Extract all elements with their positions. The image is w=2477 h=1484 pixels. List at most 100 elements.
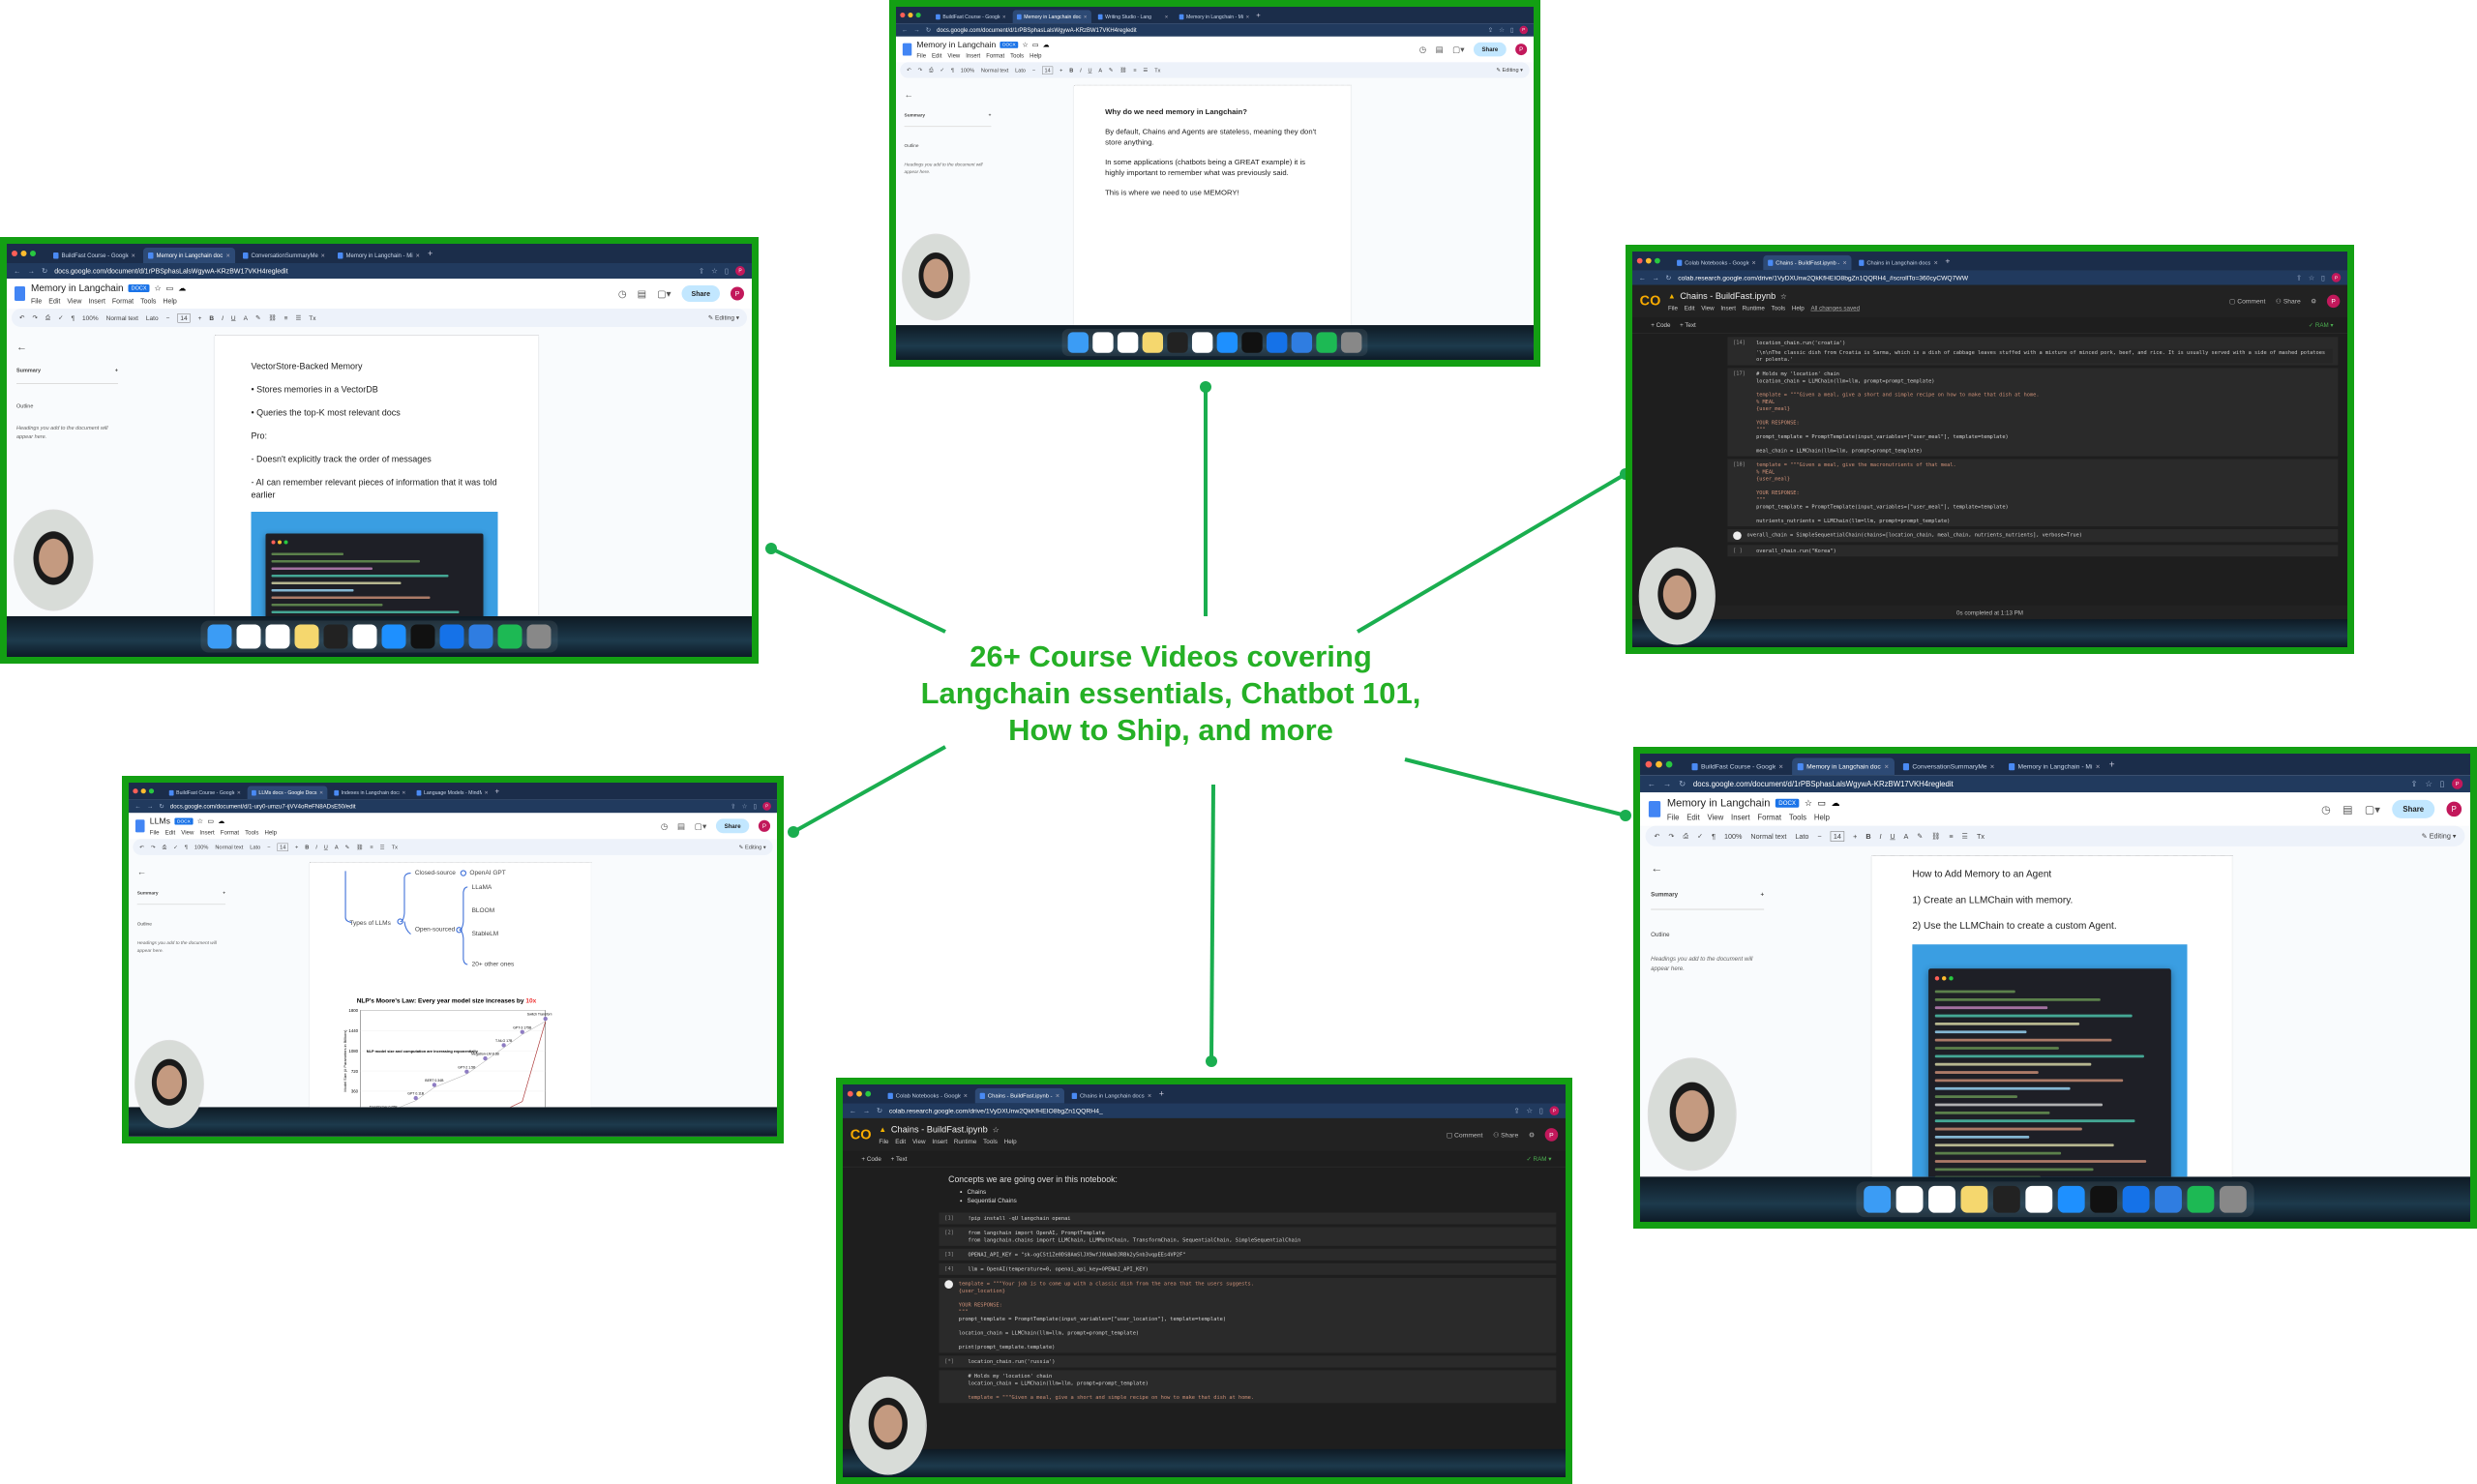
notes-icon[interactable] xyxy=(294,624,319,649)
code-cell[interactable]: [3] OPENAI_API_KEY = "sk-ogCSt1Ze0DS8AmS… xyxy=(939,1248,1557,1261)
safari-icon[interactable] xyxy=(2057,1185,2085,1213)
new-tab-button[interactable]: + xyxy=(494,787,500,795)
pages-icon[interactable] xyxy=(1291,332,1313,353)
print-icon[interactable]: ⎙ xyxy=(45,313,51,322)
forward-icon[interactable]: → xyxy=(27,266,36,276)
close-window-button[interactable] xyxy=(12,251,17,256)
undo-icon[interactable]: ↶ xyxy=(1654,831,1660,841)
profile-avatar[interactable]: P xyxy=(735,266,745,276)
code-cell[interactable]: [18] template = """Given a meal, give th… xyxy=(1727,459,2339,527)
text-color-icon[interactable]: A xyxy=(334,844,339,850)
menu-item-file[interactable]: File xyxy=(879,1138,889,1145)
add-text-cell-button[interactable]: + Text xyxy=(1680,321,1696,329)
browser-tab[interactable]: Memory in Langchain docs - G✕ xyxy=(1792,757,1895,776)
menu-item-help[interactable]: Help xyxy=(264,828,277,836)
profile-avatar[interactable]: P xyxy=(2331,273,2342,282)
star-icon[interactable]: ☆ xyxy=(1022,41,1029,49)
reload-icon[interactable]: ↻ xyxy=(1679,779,1686,789)
close-window-button[interactable] xyxy=(1636,257,1643,264)
url-input[interactable]: docs.google.com/document/d/1-ury0-umzu7-… xyxy=(169,802,356,810)
trash-icon[interactable] xyxy=(2219,1185,2247,1213)
move-folder-icon[interactable]: ▭ xyxy=(165,284,174,293)
profile-avatar[interactable]: P xyxy=(1519,25,1529,35)
zoom-select[interactable]: 100% xyxy=(82,313,99,322)
menu-item-format[interactable]: Format xyxy=(986,51,1005,59)
bold-button[interactable]: B xyxy=(1865,832,1871,841)
url-input[interactable]: docs.google.com/document/d/1rPBSphasLals… xyxy=(937,26,1137,34)
browser-tab[interactable]: Chains - BuildFast.ipynb - Co✕ xyxy=(974,1087,1064,1104)
underline-button[interactable]: U xyxy=(323,844,328,850)
highlight-icon[interactable]: ✎ xyxy=(254,313,261,322)
increase-font-size-button[interactable]: + xyxy=(294,844,299,850)
share-page-icon[interactable]: ⇪ xyxy=(731,802,736,811)
reload-icon[interactable]: ↻ xyxy=(1665,274,1672,282)
sidebar-icon[interactable]: ▯ xyxy=(724,267,729,276)
font-select[interactable]: Lato xyxy=(250,844,261,850)
maximize-window-button[interactable] xyxy=(30,251,36,256)
share-button[interactable]: Share xyxy=(715,818,750,834)
document-title[interactable]: LLMs xyxy=(149,816,171,826)
italic-button[interactable]: I xyxy=(222,313,224,322)
link-icon[interactable]: ⛓ xyxy=(356,844,364,850)
browser-tab[interactable]: Writing Studio - Lang✕ xyxy=(1094,10,1173,23)
close-window-button[interactable] xyxy=(900,12,906,18)
finder-icon[interactable] xyxy=(1864,1185,1892,1213)
text-color-icon[interactable]: A xyxy=(1903,832,1909,841)
sidebar-icon[interactable]: ▯ xyxy=(1538,1107,1543,1115)
code-cell[interactable]: [1] !pip install -qU langchain openai xyxy=(939,1212,1557,1225)
undo-icon[interactable]: ↶ xyxy=(19,313,25,322)
browser-tab[interactable]: Memory in Langchain docs - G✕ xyxy=(143,248,235,263)
text-color-icon[interactable]: A xyxy=(243,313,248,322)
list-icon[interactable]: ☰ xyxy=(1961,831,1969,841)
url-input[interactable]: docs.google.com/document/d/1rPBSphasLals… xyxy=(54,267,288,275)
italic-button[interactable]: I xyxy=(1080,67,1082,74)
back-icon[interactable]: ← xyxy=(1638,273,1646,282)
code-cell[interactable]: [4] llm = OpenAI(temperature=0, openai_a… xyxy=(939,1262,1557,1275)
back-icon[interactable]: ← xyxy=(901,26,909,34)
spotify-icon[interactable] xyxy=(1316,332,1337,353)
profile-avatar[interactable]: P xyxy=(762,802,771,811)
redo-icon[interactable]: ↷ xyxy=(151,844,156,850)
menu-item-insert[interactable]: Insert xyxy=(966,51,981,59)
menu-item-insert[interactable]: Insert xyxy=(932,1138,948,1145)
list-icon[interactable]: ☰ xyxy=(1143,67,1149,74)
italic-button[interactable]: I xyxy=(315,844,317,850)
account-avatar[interactable]: P xyxy=(1515,44,1528,56)
star-icon[interactable]: ☆ xyxy=(196,817,204,825)
maximize-window-button[interactable] xyxy=(915,12,921,18)
move-folder-icon[interactable]: ▭ xyxy=(1031,41,1039,49)
run-cell-button[interactable] xyxy=(944,1280,953,1290)
close-tab-icon[interactable]: ✕ xyxy=(963,1092,969,1099)
menu-item-view[interactable]: View xyxy=(1707,813,1724,821)
link-icon[interactable]: ⛓ xyxy=(268,313,277,322)
runtime-status-icon[interactable]: ✓ RAM ▾ xyxy=(2308,321,2334,329)
close-tab-icon[interactable]: ✕ xyxy=(225,252,230,259)
clear-format-icon[interactable]: Tx xyxy=(309,313,316,322)
menu-item-help[interactable]: Help xyxy=(1003,1138,1017,1145)
forward-icon[interactable]: → xyxy=(862,1107,871,1115)
menu-item-edit[interactable]: Edit xyxy=(48,296,61,305)
clear-format-icon[interactable]: Tx xyxy=(1976,832,1985,841)
undo-icon[interactable]: ↶ xyxy=(139,844,145,850)
account-avatar[interactable]: P xyxy=(2446,801,2462,817)
trash-icon[interactable] xyxy=(526,624,552,649)
decrease-font-size-button[interactable]: − xyxy=(267,844,271,850)
browser-tab[interactable]: Memory in Langchain - Mindl✕ xyxy=(2004,757,2106,775)
browser-tab[interactable]: ConversationSummaryMemor✕ xyxy=(1897,757,2000,775)
minimize-window-button[interactable] xyxy=(908,12,913,18)
menu-item-insert[interactable]: Insert xyxy=(199,828,215,836)
menu-item-help[interactable]: Help xyxy=(163,296,177,305)
menu-item-edit[interactable]: Edit xyxy=(932,51,942,59)
print-icon[interactable]: ⎙ xyxy=(929,67,934,74)
menu-item-insert[interactable]: Insert xyxy=(88,296,105,305)
menu-item-tools[interactable]: Tools xyxy=(245,828,259,836)
menu-item-format[interactable]: Format xyxy=(220,828,240,836)
share-page-icon[interactable]: ⇪ xyxy=(2410,779,2418,789)
highlight-icon[interactable]: ✎ xyxy=(344,844,350,850)
save-status[interactable]: All changes saved xyxy=(1810,304,1861,312)
menu-item-file[interactable]: File xyxy=(1666,813,1680,821)
comment-button[interactable]: ▢ Comment xyxy=(2229,297,2266,305)
zoom-select[interactable]: 100% xyxy=(960,67,975,74)
share-button[interactable]: ⚇ Share xyxy=(2275,297,2301,305)
